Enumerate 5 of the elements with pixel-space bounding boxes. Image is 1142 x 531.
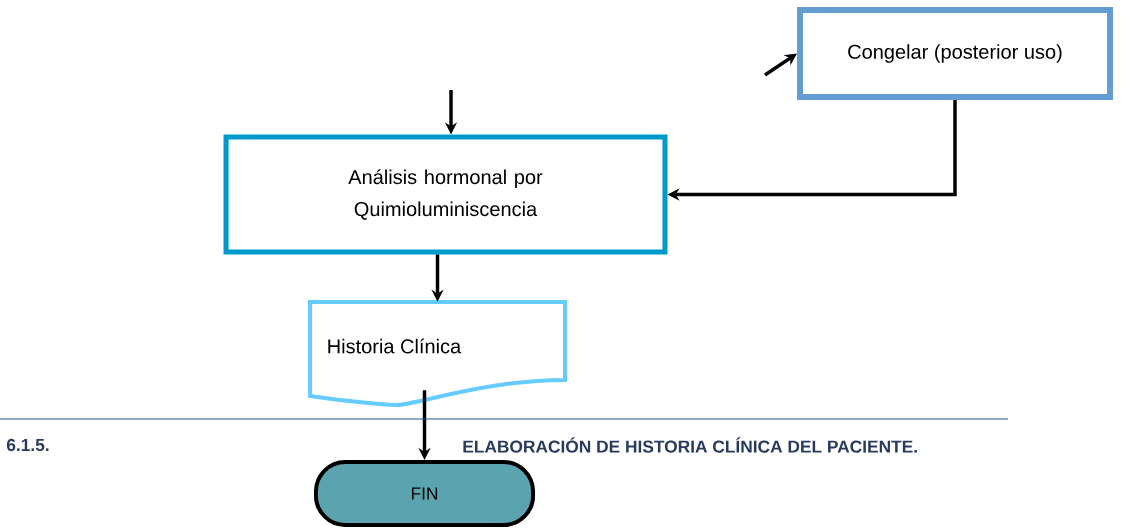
process-box: Congelar (posterior uso) [797,7,1113,100]
arrow [764,53,797,77]
section-heading: ELABORACIÓN DE HISTORIA CLÍNICA DEL PACIENTE. [463,437,917,453]
section-heading: 6.1.5. [6,438,49,452]
process-box: Análisis hormonal por Quimioluminiscencia [223,134,668,255]
